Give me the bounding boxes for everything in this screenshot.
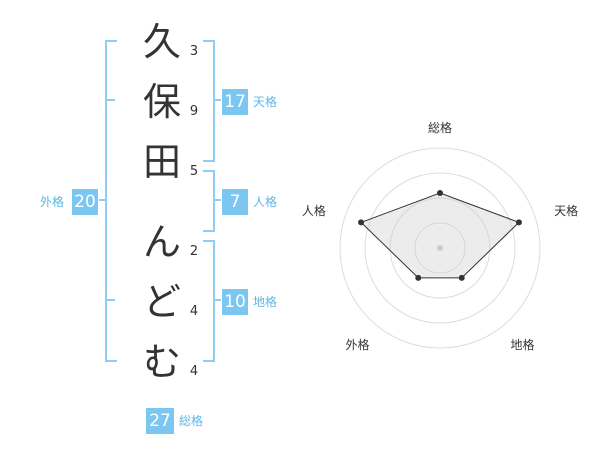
radar-point-1 [437, 190, 443, 196]
radar-axis-label-4: 外格 [345, 337, 369, 352]
radar-axis-label-2: 天格 [554, 203, 578, 218]
radar-point-2 [515, 219, 522, 226]
stroke-count-4: 2 [189, 244, 199, 259]
radar-point-5 [358, 219, 365, 226]
radar-area [360, 192, 520, 279]
tenkaku-label: 天格 [253, 95, 278, 109]
gaikaku-bracket-tick-bottom [107, 299, 115, 301]
name-char-2: 保 [142, 80, 181, 124]
gaikaku-bracket-tick-top [107, 99, 115, 101]
stroke-count-2: 9 [189, 104, 199, 119]
gaikaku-label: 外格 [40, 195, 65, 209]
radar-ring-1 [414, 222, 466, 274]
name-char-4: ん [142, 220, 181, 264]
chikaku-bracket-tick [213, 299, 221, 301]
name-char-6: む [142, 340, 181, 384]
gaikaku-bracket [105, 40, 117, 362]
soukaku-label: 総格 [179, 414, 204, 428]
name-char-1: 久 [142, 20, 181, 64]
name-char-3: 田 [142, 140, 181, 184]
jinkaku-label: 人格 [253, 195, 278, 209]
jinkaku-value: 7 [222, 189, 248, 215]
tenkaku-value: 17 [222, 89, 248, 115]
stroke-count-1: 3 [189, 44, 199, 59]
stroke-count-6: 4 [189, 364, 199, 379]
soukaku-value: 27 [146, 408, 174, 434]
radar-ring-2 [389, 197, 491, 299]
chikaku-label: 地格 [253, 295, 278, 309]
radar-ring-3 [364, 172, 516, 324]
chikaku-value: 10 [222, 289, 248, 315]
radar-point-4 [415, 274, 422, 281]
tenkaku-bracket-tick [213, 99, 221, 101]
stroke-count-3: 5 [189, 164, 199, 179]
radar-ring-4 [339, 147, 541, 349]
radar-axis-label-1: 総格 [428, 120, 452, 135]
jinkaku-bracket-tick [213, 199, 221, 201]
stroke-count-5: 4 [189, 304, 199, 319]
radar-point-3 [458, 274, 465, 281]
radar-axis-label-5: 人格 [302, 203, 326, 218]
chikaku-bracket [203, 240, 215, 362]
tenkaku-bracket [203, 40, 215, 162]
radar-center-dot [437, 245, 443, 251]
gaikaku-bracket-tick-mid [99, 199, 107, 201]
name-char-5: ど [142, 280, 181, 324]
radar-axis-label-3: 地格 [511, 337, 535, 352]
gaikaku-value: 20 [72, 189, 98, 215]
jinkaku-bracket [203, 170, 215, 232]
